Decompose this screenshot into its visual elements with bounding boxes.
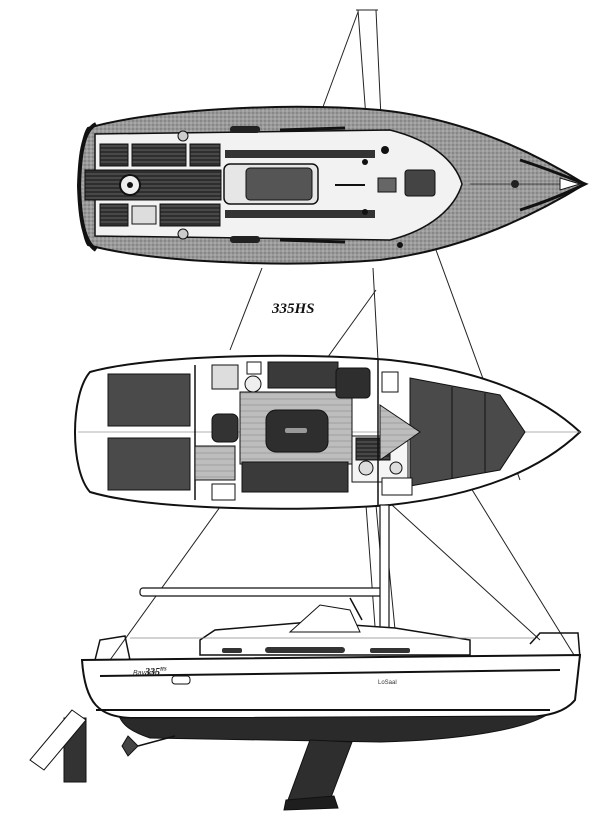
keel [287,739,353,801]
winch-stbd [177,228,189,240]
swim-ladder [29,709,87,771]
cabin-roof-trim-2 [225,210,375,218]
boom [139,587,387,597]
mast-mid [372,267,379,361]
genoa-track-stbd [279,238,346,244]
saloon-settee-stbd [241,461,349,493]
hull-window-3 [370,648,410,653]
genoa-track-port [279,126,346,132]
galley-sink [244,375,262,393]
forward-berth [409,377,526,487]
stern-rail [76,122,98,252]
hull-model-suffix: HS [160,667,167,673]
winch-port [177,130,189,142]
cockpit-seat-port-1 [99,143,129,167]
cockpit-seat-stbd-2 [159,203,221,227]
cockpit-seat-port-3 [189,143,221,167]
cabin-roof-trim [225,150,375,158]
side-profile-view [29,504,582,811]
keel-bulb [283,795,339,811]
interior-layout-view [74,354,582,510]
propeller [121,735,139,757]
saloon-settee-port [267,361,339,389]
shroud-left-lower [229,267,263,351]
chart-table [335,367,371,399]
companionway-steps [211,483,236,501]
helm-hub [127,182,133,188]
nav-station-seat [211,413,239,443]
shower-grate [194,445,236,481]
hull-port-light [171,675,191,685]
antifouling [119,715,546,743]
stbd-hanging-locker [381,477,413,496]
aft-cabin-berth-port [107,373,191,427]
vang [349,597,363,621]
deck-fitting-2 [362,209,368,215]
sprayhood-profile [288,604,361,633]
hull-window-2 [265,647,345,653]
hull-topsides [80,653,582,719]
port-window [230,126,260,133]
shroud-left-upper [319,11,359,116]
hull-window-1 [222,648,242,653]
forward-cabin-sole [379,404,421,461]
prop-shaft [137,735,176,747]
shroud-lower-right [391,504,541,641]
galley-fridge [246,361,262,375]
cockpit-sole [84,169,222,201]
deck-plan-view [76,105,589,265]
companionway-hatch [245,167,313,201]
cockpit-locker [131,205,157,225]
mid-hatch [377,177,397,193]
anchor-roller [559,177,582,191]
hull-model-number: 335 [145,667,160,678]
fore-hanging-locker [381,371,399,393]
model-title: 335HS [272,301,315,317]
cockpit-seat-stbd-1 [99,203,129,227]
bow-pulpit [519,158,589,212]
mast-step [381,146,389,154]
galley-stove [211,364,239,390]
fore-hatch [404,169,436,197]
head-basin [389,461,403,475]
mast-plan-right [375,9,382,119]
hull-brand-text: Bavaria [133,670,157,677]
hull-model-text: 335HS [145,667,167,678]
deck-fitting-3 [397,242,403,248]
head-toilet [358,460,374,476]
deck-fitting-1 [362,159,368,165]
coachroof [199,621,471,656]
bow-pulpit-profile [529,632,581,659]
sheer-stripe [99,669,561,677]
stern-pushpit-profile [94,635,131,661]
hull-builder-text: LoSaal [378,680,397,686]
mast-plan-left [357,9,367,119]
saloon-table-leaf [285,428,307,433]
windlass [511,180,519,188]
stbd-window [230,236,260,243]
mast [379,504,390,641]
cockpit-seat-port-2 [131,143,187,167]
aft-cabin-berth-stbd [107,437,191,491]
mast-behind-cabin [365,504,377,641]
